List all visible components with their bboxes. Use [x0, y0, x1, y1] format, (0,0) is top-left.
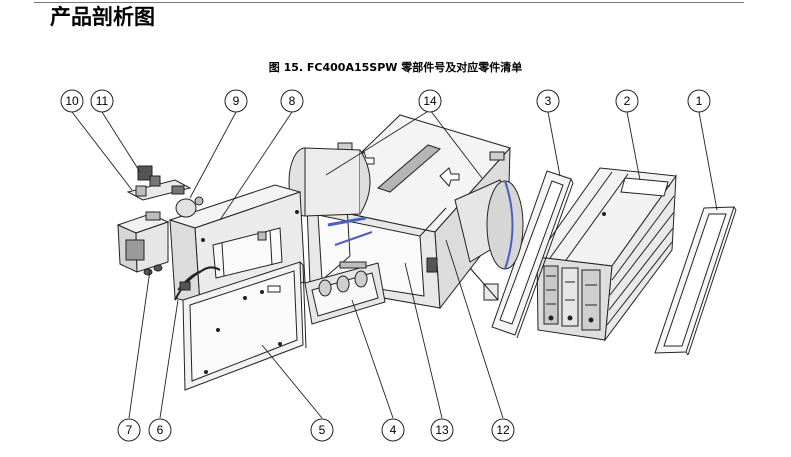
- section-title: 产品剖析图: [50, 5, 155, 29]
- callout-label-14: 14: [423, 94, 437, 108]
- callout-label-11: 11: [96, 94, 109, 108]
- callout-12: 12: [491, 418, 515, 442]
- callout-label-8: 8: [289, 94, 296, 108]
- part-7-screws: [143, 264, 163, 276]
- callout-5: 5: [310, 418, 334, 442]
- callout-label-9: 9: [233, 94, 240, 108]
- part-4-terminal-plate: [304, 261, 386, 325]
- callout-11: 11: [90, 89, 114, 113]
- callout-3: 3: [536, 89, 560, 113]
- callout-label-3: 3: [545, 94, 552, 108]
- callout-10: 10: [60, 89, 84, 113]
- callout-6: 6: [148, 418, 172, 442]
- part-3-gasket: [491, 170, 574, 339]
- part-9-capacitor: [175, 196, 204, 218]
- part-6-wire-harness: [174, 266, 221, 301]
- callout-1: 1: [687, 89, 711, 113]
- part-2-filter-cage: [536, 167, 677, 342]
- callout-label-12: 12: [496, 423, 510, 437]
- leader-lines: [71, 109, 718, 419]
- callout-label-6: 6: [157, 423, 164, 437]
- callout-4: 4: [381, 418, 405, 442]
- part-1-gasket-frame: [654, 206, 737, 356]
- part-10-transformer: [116, 211, 170, 273]
- callout-13: 13: [430, 418, 454, 442]
- callout-7: 7: [117, 418, 141, 442]
- part-14-outlet-cone-right: [454, 179, 524, 301]
- callout-14: 14: [418, 89, 442, 113]
- part-11-relay-board: [126, 165, 192, 201]
- callout-label-7: 7: [126, 423, 133, 437]
- callout-label-10: 10: [65, 94, 79, 108]
- callout-label-13: 13: [435, 423, 449, 437]
- callout-label-5: 5: [319, 423, 326, 437]
- callout-9: 9: [224, 89, 248, 113]
- part-5-cover-plate: [182, 261, 307, 391]
- header-rule: [34, 2, 744, 3]
- part-14-inlet-cone-left: [288, 147, 371, 217]
- callout-label-4: 4: [390, 423, 397, 437]
- callout-label-1: 1: [696, 94, 703, 108]
- callout-2: 2: [615, 89, 639, 113]
- callout-8: 8: [280, 89, 304, 113]
- figure-caption: 图 15. FC400A15SPW 零部件号及对应零件清单: [268, 61, 523, 74]
- callout-label-2: 2: [624, 94, 631, 108]
